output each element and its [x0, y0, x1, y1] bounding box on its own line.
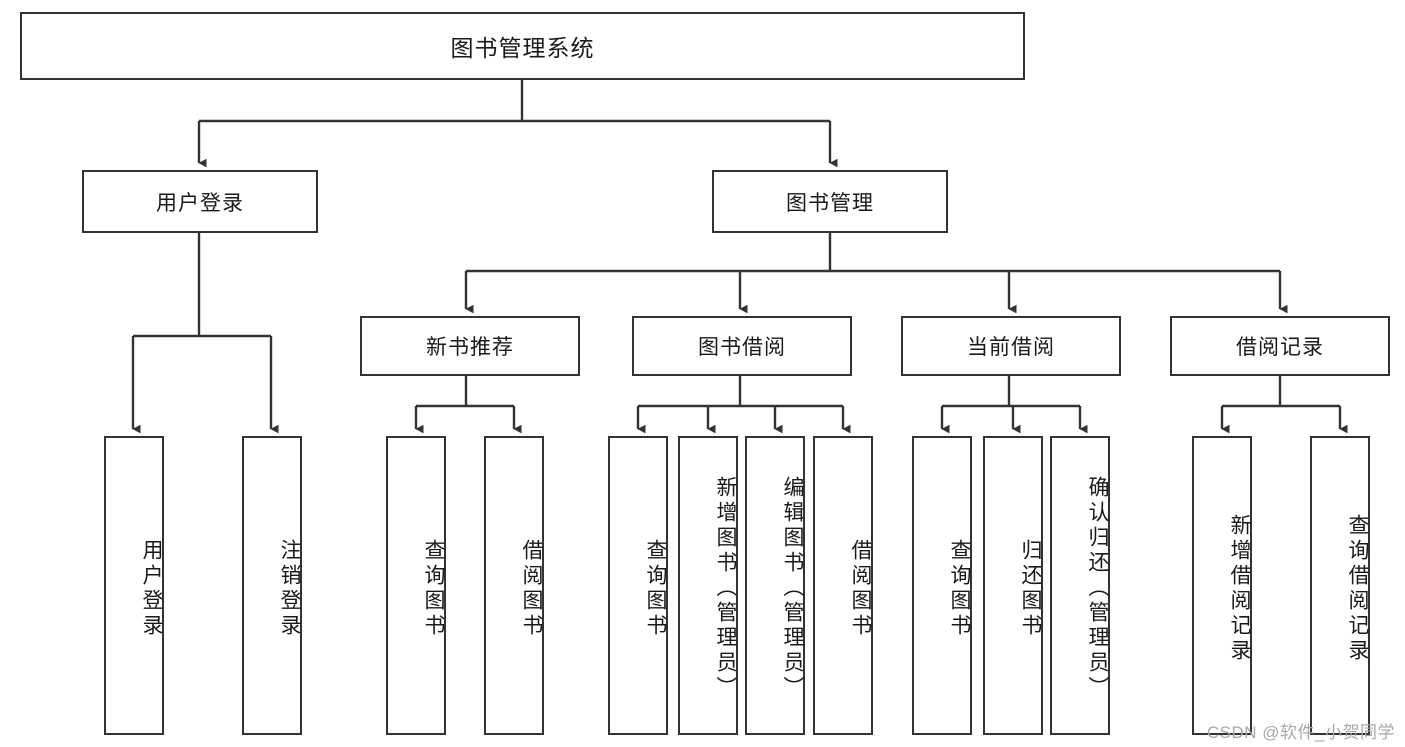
node-book-management-label: 图书管理 [786, 191, 874, 215]
leaf-add-borrow-record-label: 新增借阅记录 [1228, 513, 1251, 664]
leaf-borrow-book[interactable]: 借阅图书 [813, 436, 873, 735]
node-root-label: 图书管理系统 [450, 35, 595, 61]
leaf-borrow-book-recommend-label: 借阅图书 [520, 538, 543, 639]
node-borrow-record-label: 借阅记录 [1236, 336, 1324, 359]
leaf-borrow-book-recommend[interactable]: 借阅图书 [484, 436, 544, 735]
leaf-logout[interactable]: 注销登录 [242, 436, 302, 735]
watermark: CSDN @软件_小贺同学 [1206, 723, 1395, 742]
node-borrow-record[interactable]: 借阅记录 [1170, 316, 1390, 376]
node-new-book-recommend[interactable]: 新书推荐 [360, 316, 580, 376]
node-current-borrow[interactable]: 当前借阅 [901, 316, 1121, 376]
node-book-management[interactable]: 图书管理 [712, 170, 948, 233]
node-new-book-recommend-label: 新书推荐 [426, 336, 514, 359]
leaf-return-book-label: 归还图书 [1019, 538, 1042, 639]
leaf-add-borrow-record[interactable]: 新增借阅记录 [1192, 436, 1252, 735]
leaf-add-book-admin[interactable]: 新增图书（管理员） [678, 436, 738, 735]
leaf-confirm-return-admin-label: 确认归还（管理员） [1086, 476, 1109, 701]
node-user-login-label: 用户登录 [156, 191, 244, 215]
leaf-logout-label: 注销登录 [278, 538, 301, 639]
leaf-borrow-book-label: 借阅图书 [849, 538, 872, 639]
leaf-confirm-return-admin[interactable]: 确认归还（管理员） [1050, 436, 1110, 735]
leaf-query-borrow-record[interactable]: 查询借阅记录 [1310, 436, 1370, 735]
leaf-query-borrow-record-label: 查询借阅记录 [1346, 513, 1369, 664]
leaf-edit-book-admin-label: 编辑图书（管理员） [781, 476, 804, 701]
leaf-query-book-current[interactable]: 查询图书 [912, 436, 972, 735]
leaf-user-login-label: 用户登录 [140, 538, 163, 639]
leaf-query-book-borrow[interactable]: 查询图书 [608, 436, 668, 735]
leaf-add-book-admin-label: 新增图书（管理员） [714, 476, 737, 701]
node-book-borrow[interactable]: 图书借阅 [632, 316, 852, 376]
leaf-query-book-recommend[interactable]: 查询图书 [386, 436, 446, 735]
node-book-borrow-label: 图书借阅 [698, 336, 786, 359]
leaf-user-login[interactable]: 用户登录 [104, 436, 164, 735]
node-current-borrow-label: 当前借阅 [967, 336, 1055, 359]
leaf-query-book-borrow-label: 查询图书 [644, 538, 667, 639]
leaf-query-book-current-label: 查询图书 [948, 538, 971, 639]
leaf-return-book[interactable]: 归还图书 [983, 436, 1043, 735]
leaf-edit-book-admin[interactable]: 编辑图书（管理员） [745, 436, 805, 735]
node-user-login[interactable]: 用户登录 [82, 170, 318, 233]
leaf-query-book-recommend-label: 查询图书 [422, 538, 445, 639]
node-root[interactable]: 图书管理系统 [20, 12, 1025, 80]
